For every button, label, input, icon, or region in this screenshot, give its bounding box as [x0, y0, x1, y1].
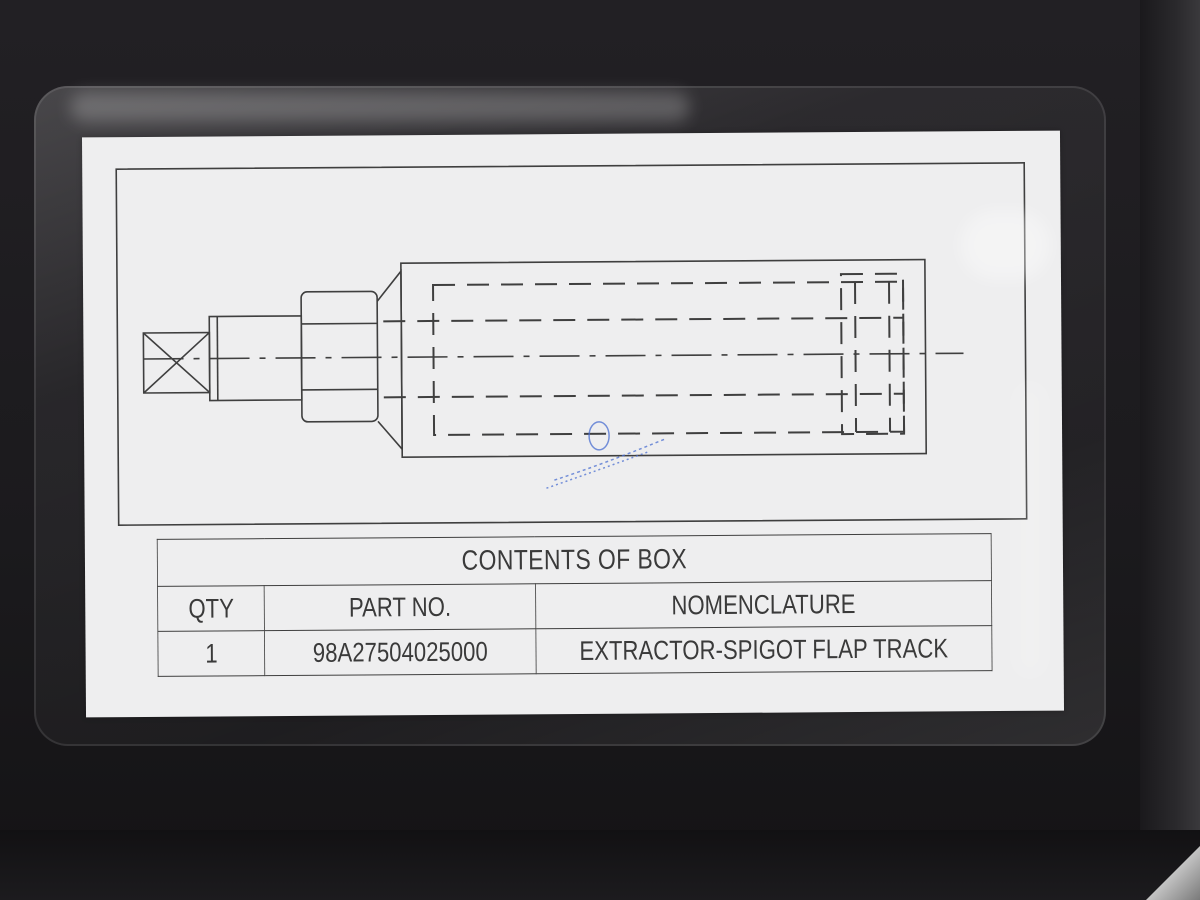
- sleeve-glare-edge: [1010, 380, 1050, 680]
- header-nomenclature: NOMENCLATURE: [535, 580, 992, 629]
- table-row: 1 98A27504025000 EXTRACTOR-SPIGOT FLAP T…: [157, 625, 993, 677]
- center-line: [143, 352, 964, 360]
- extractor-body: [400, 258, 928, 458]
- contents-label-card: CONTENTS OF BOX QTY PART NO. NOMENCLATUR…: [81, 130, 1065, 718]
- header-part-no: PART NO.: [264, 583, 536, 631]
- table-title: CONTENTS OF BOX: [157, 533, 992, 587]
- contents-table: CONTENTS OF BOX QTY PART NO. NOMENCLATUR…: [157, 533, 993, 677]
- hidden-bore: [432, 280, 906, 436]
- table-title-row: CONTENTS OF BOX: [157, 533, 992, 587]
- tool-case-edge: [1140, 0, 1200, 900]
- sleeve-glare-right: [960, 210, 1050, 280]
- inspection-stamp-icon: [546, 421, 665, 489]
- cell-qty: 1: [157, 630, 266, 677]
- hex-nut: [300, 290, 379, 423]
- extractor-spigot-drawing: [115, 162, 1028, 526]
- table-header-row: QTY PART NO. NOMENCLATURE: [157, 580, 992, 632]
- cell-nomenclature: EXTRACTOR-SPIGOT FLAP TRACK: [535, 625, 993, 674]
- sleeve-glare: [70, 92, 690, 122]
- header-qty: QTY: [157, 585, 265, 632]
- tool-case-bottom: [0, 830, 1200, 900]
- cell-part-no: 98A27504025000: [264, 628, 536, 676]
- drawing-frame: [115, 162, 1028, 526]
